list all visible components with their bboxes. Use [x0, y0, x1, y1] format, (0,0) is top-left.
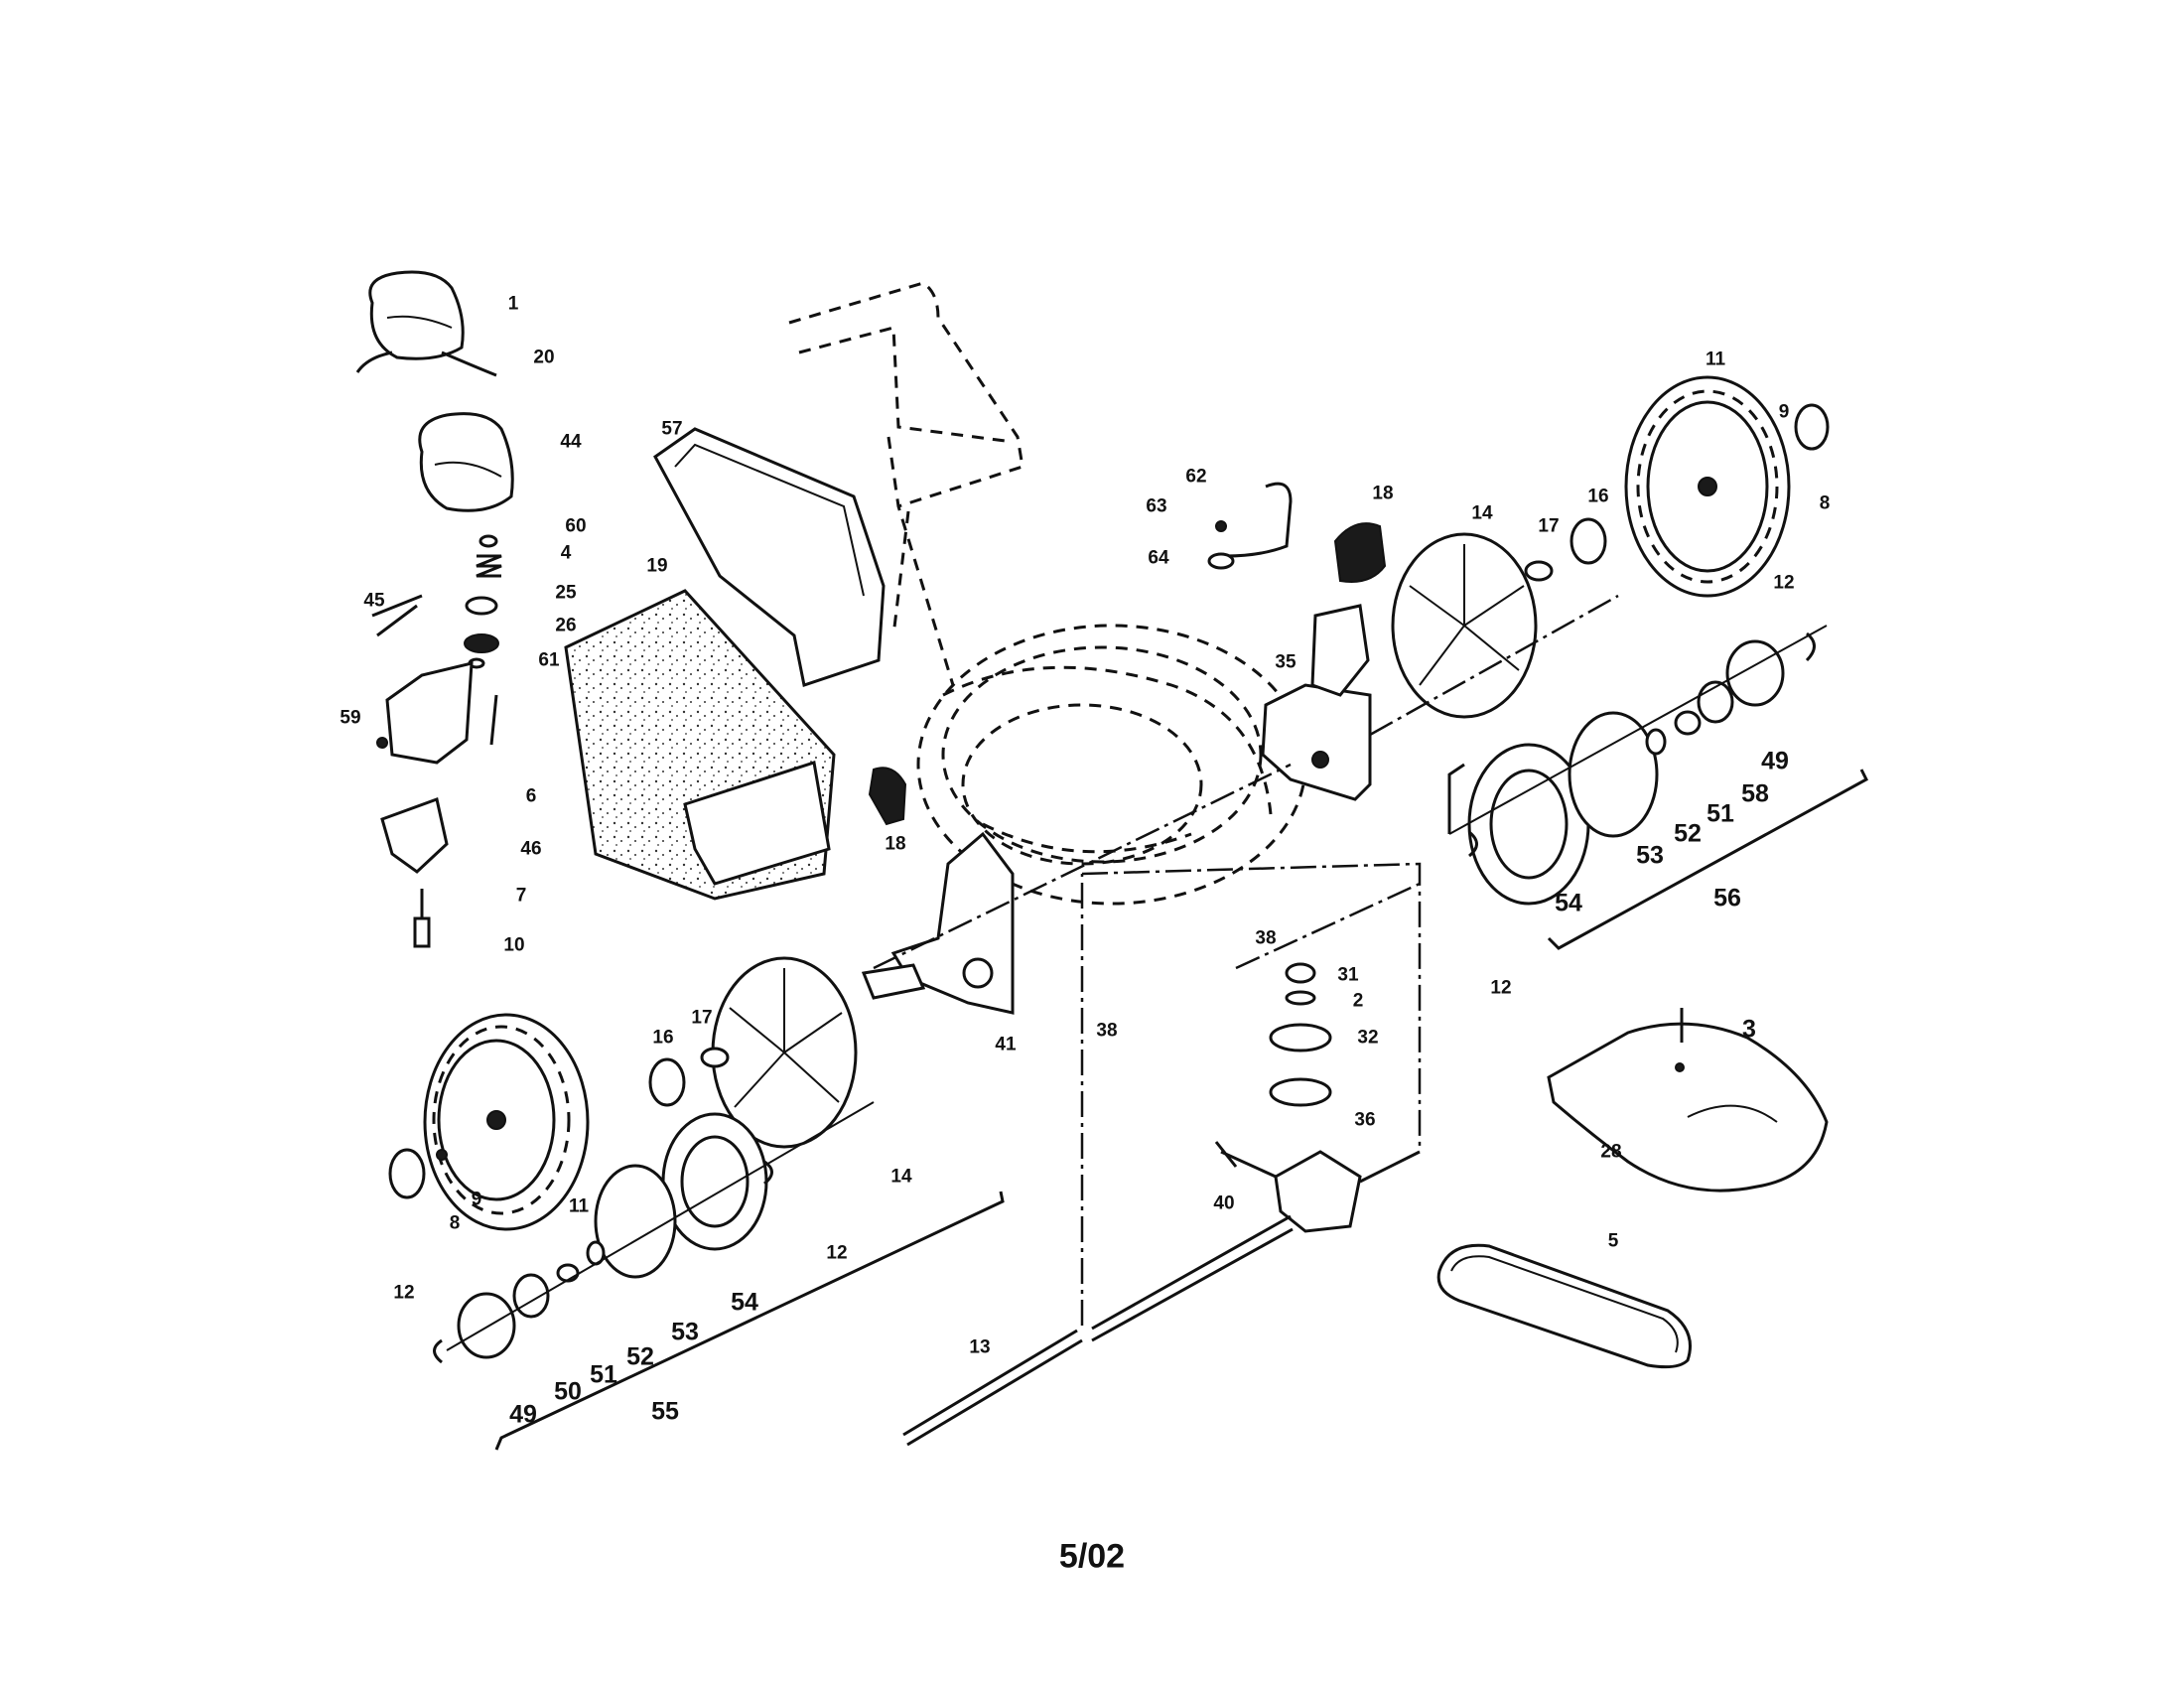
- callout-40: 40: [1213, 1193, 1235, 1214]
- group-bracket-lines: [494, 763, 1868, 1451]
- callout-5: 5: [1607, 1230, 1619, 1252]
- callout-52-right: 52: [1674, 819, 1702, 848]
- callout-51-right: 51: [1706, 799, 1734, 828]
- callout-18-left: 18: [885, 833, 906, 855]
- grass-bag-frame-part-57: [653, 427, 886, 687]
- callout-64: 64: [1148, 547, 1169, 569]
- callout-41: 41: [995, 1034, 1017, 1055]
- callout-4: 4: [560, 542, 572, 564]
- height-adjust-rod-part-62: [1207, 482, 1293, 570]
- callout-56: 56: [1713, 884, 1741, 912]
- callout-28: 28: [1600, 1141, 1622, 1163]
- callout-2: 2: [1352, 990, 1364, 1012]
- callout-36: 36: [1354, 1109, 1376, 1131]
- left-drive-stack-55: [433, 1101, 875, 1364]
- drive-shaft-part-13: [902, 1329, 1083, 1447]
- callout-11-left: 11: [568, 1195, 590, 1217]
- right-drive-stack-56: [1448, 625, 1828, 906]
- callout-7: 7: [515, 885, 527, 907]
- wheel-cap-left-part-8: [388, 1148, 448, 1199]
- deflector-part-7: [380, 797, 449, 948]
- callout-57: 57: [661, 418, 683, 440]
- callout-54-right: 54: [1555, 889, 1582, 917]
- axle-centerlines: [873, 594, 1619, 1326]
- callout-50: 50: [554, 1377, 582, 1406]
- callout-53-left: 53: [671, 1318, 699, 1346]
- callout-10: 10: [503, 934, 525, 956]
- callout-51-left: 51: [590, 1360, 617, 1389]
- callout-59: 59: [340, 707, 361, 729]
- callout-16-left: 16: [652, 1027, 674, 1049]
- hubcap-left-part-14: [711, 956, 858, 1149]
- callout-12-right-top: 12: [1773, 572, 1795, 594]
- drive-belt-part-5: [1436, 1243, 1692, 1369]
- callout-38-left: 38: [1096, 1020, 1118, 1042]
- control-bracket-part-46: [371, 594, 498, 765]
- callout-25: 25: [555, 582, 577, 604]
- throttle-cover-part-44: [418, 412, 514, 512]
- callout-32: 32: [1357, 1027, 1379, 1049]
- wheel-cap-right-part-8: [1794, 403, 1830, 451]
- callout-8-left: 8: [449, 1212, 461, 1234]
- callout-44: 44: [560, 431, 582, 453]
- left-axle-hardware-16-17: [648, 1047, 730, 1107]
- callout-35: 35: [1275, 651, 1297, 673]
- right-axle-hardware-16-17: [1524, 517, 1607, 582]
- handle-frame-dashed: [788, 281, 1024, 686]
- callout-45: 45: [363, 590, 385, 612]
- callout-14-right: 14: [1471, 502, 1493, 524]
- callout-17-right: 17: [1538, 515, 1560, 537]
- transmission-parts-31-2-32-36: [1091, 962, 1421, 1342]
- rear-wheel-right-part-11: [1624, 375, 1791, 598]
- callout-13: 13: [969, 1336, 991, 1358]
- callout-26: 26: [555, 615, 577, 636]
- callout-18-right: 18: [1372, 483, 1394, 504]
- rear-wheel-left-part-11: [423, 1013, 590, 1231]
- callout-54-left: 54: [731, 1288, 758, 1317]
- callout-14-left: 14: [890, 1166, 912, 1188]
- grass-bag-part-19: [564, 589, 836, 901]
- callout-1: 1: [507, 293, 519, 315]
- callout-31: 31: [1337, 964, 1359, 986]
- callout-62: 62: [1185, 466, 1207, 488]
- callout-12-left-left: 12: [393, 1282, 415, 1304]
- callout-11-right: 11: [1705, 349, 1726, 370]
- spring-stack-parts-60-4-25-26-61: [464, 534, 502, 669]
- callout-6: 6: [525, 785, 537, 807]
- callout-38-right: 38: [1255, 927, 1277, 949]
- callout-20: 20: [533, 347, 555, 368]
- rear-bracket-part-35: [1261, 604, 1372, 801]
- belt-cover-part-28: [1547, 1022, 1829, 1193]
- callout-8-right: 8: [1819, 492, 1831, 514]
- callout-63: 63: [1146, 495, 1167, 517]
- callout-52-left: 52: [626, 1342, 654, 1371]
- callout-12-left-right: 12: [826, 1242, 848, 1264]
- date-code: 5/02: [1058, 1537, 1126, 1576]
- callout-46: 46: [520, 838, 542, 860]
- callout-58: 58: [1741, 779, 1769, 808]
- callout-9-right: 9: [1778, 401, 1790, 423]
- callout-53-right: 53: [1636, 841, 1664, 870]
- callout-3: 3: [1742, 1015, 1756, 1044]
- callout-61: 61: [538, 649, 560, 671]
- callout-49-right: 49: [1761, 747, 1789, 775]
- height-adjust-lever-part-18-left: [868, 767, 907, 826]
- callout-55: 55: [651, 1397, 679, 1426]
- callout-16-right: 16: [1587, 486, 1609, 507]
- callout-60: 60: [565, 515, 587, 537]
- callout-19: 19: [646, 555, 668, 577]
- left-bracket-part-41: [861, 831, 1015, 1015]
- height-adjust-lever-part-18-right: [1333, 522, 1387, 583]
- hubcap-right-part-14: [1391, 532, 1538, 719]
- callout-9-left: 9: [471, 1189, 482, 1210]
- callout-49-left: 49: [509, 1400, 537, 1429]
- callout-17-left: 17: [691, 1007, 713, 1029]
- callout-12-right-bottom: 12: [1490, 977, 1512, 999]
- handle-grip-part-1: [355, 270, 497, 377]
